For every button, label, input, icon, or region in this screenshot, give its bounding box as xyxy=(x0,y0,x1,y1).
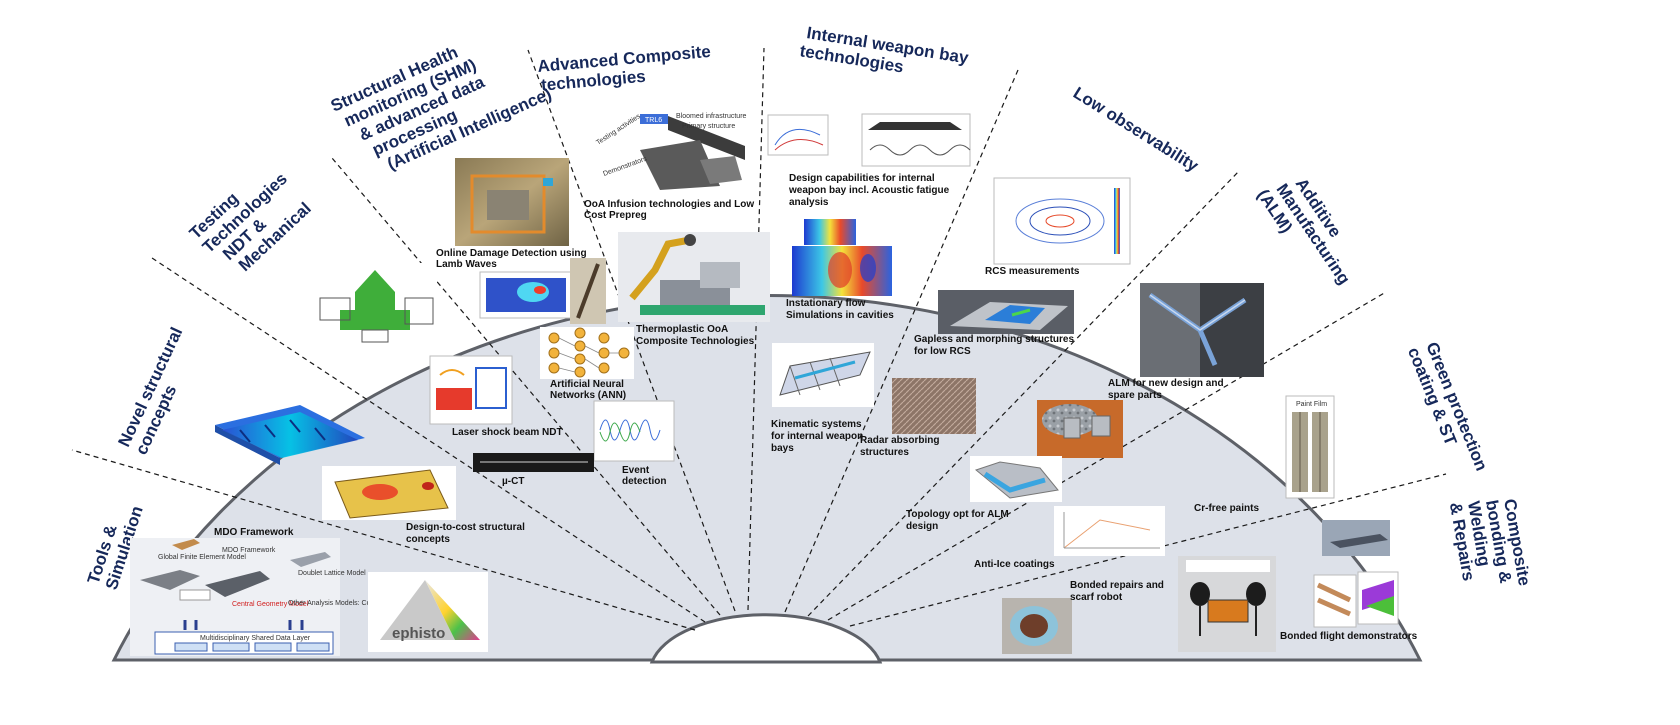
uct-scan-image xyxy=(473,453,594,472)
thermoplastic-robot-image xyxy=(618,232,770,322)
topology-opt-image xyxy=(970,456,1062,502)
caption-uct: µ-CT xyxy=(502,476,524,487)
sector-title-weaponbay: Internal weapon bay technologies xyxy=(798,23,974,87)
paint-film-header: Paint Film xyxy=(1296,401,1327,408)
kinematic-systems-image xyxy=(772,343,874,407)
mdo-label-1: Global Finite Element Model xyxy=(158,554,246,561)
gapless-morphing-image xyxy=(938,290,1074,334)
fan-hub xyxy=(649,613,883,664)
structure-note: Bloomed infrastructure xyxy=(676,113,747,120)
mdo-label-0: MDO Framework xyxy=(222,547,276,554)
lamb-wave-simulation-image xyxy=(479,271,573,319)
caption-design-cap: Design capabilities for internal weapon … xyxy=(788,173,952,208)
caption-cr-free: Cr-free paints xyxy=(1194,503,1259,514)
caption-alm-new: ALM for new design and spare parts xyxy=(1108,378,1226,401)
alm-part-image xyxy=(1037,400,1123,458)
caption-kinematic: Kinematic systems for internal weapon ba… xyxy=(771,419,866,454)
ephisto-logo-text: ephisto xyxy=(392,625,445,642)
radar-absorbing-image xyxy=(892,378,976,434)
ann-diagram-image xyxy=(540,327,634,379)
testing-rig-image xyxy=(311,263,437,345)
bonded-flight-demonstrators-image xyxy=(1313,520,1399,628)
design-to-cost-image xyxy=(322,466,456,520)
sector-title-novel: Novel structural concepts xyxy=(114,320,205,458)
bonded-repair-tool-image xyxy=(1178,556,1276,652)
mdo-shared-layer: Multidisciplinary Shared Data Layer xyxy=(200,635,311,642)
novel-sandwich-panel-image xyxy=(215,405,365,465)
caption-radar: Radar absorbing structures xyxy=(860,435,942,458)
alm-design-image xyxy=(1140,283,1264,377)
caption-online-damage: Online Damage Detection using Lamb Waves xyxy=(436,248,589,270)
sector-title-composite: Advanced Composite technologies xyxy=(537,41,718,94)
anti-ice-chart-image xyxy=(1054,506,1165,556)
caption-bonded-repairs: Bonded repairs and scarf robot xyxy=(1070,580,1167,603)
instationary-flow-image xyxy=(792,219,892,296)
caption-bonded-flight: Bonded flight demonstrators xyxy=(1280,631,1418,642)
caption-gapless: Gapless and morphing structures for low … xyxy=(914,334,1077,357)
caption-design-cost: Design-to-cost structural concepts xyxy=(406,522,528,545)
primary-structure: Primary structure xyxy=(682,123,735,130)
laser-shock-image xyxy=(429,355,513,425)
weapon-bay-design-image xyxy=(767,113,971,167)
caption-event: Event detection xyxy=(622,465,666,487)
mdo-label-4: Doublet Lattice Model xyxy=(298,570,366,577)
online-damage-plate-image xyxy=(455,158,569,246)
specimen-rod-image xyxy=(570,258,606,324)
sector-title-testing: Testing Technologies NDT & Mechanical xyxy=(186,152,321,285)
caption-ooa-infusion: OoA Infusion technologies and Low Cost P… xyxy=(584,199,757,221)
caption-thermoplastic: Thermoplastic OoA Composite Technologies xyxy=(636,324,755,347)
ooa-infusion-image: TRL6 Bloomed infrastructure Primary stru… xyxy=(592,110,747,190)
sector-title-lowobs: Low observability xyxy=(1070,83,1202,175)
caption-mdo: MDO Framework xyxy=(214,527,294,538)
sector-title-green: Green protection coating & ST xyxy=(1404,338,1493,485)
rcs-measurements-image xyxy=(993,177,1131,265)
ephisto-logo-image: ephisto xyxy=(368,572,488,652)
caption-ann: Artificial Neural Networks (ANN) xyxy=(550,379,627,401)
caption-rcs: RCS measurements xyxy=(985,266,1080,277)
caption-topology: Topology opt for ALM design xyxy=(906,509,1012,532)
caption-laser: Laser shock beam NDT xyxy=(452,427,563,438)
paint-film-image: Paint Film xyxy=(1285,395,1335,499)
caption-anti-ice: Anti-Ice coatings xyxy=(974,559,1055,570)
sector-title-bonding: Composite bonding & Welding & Repairs xyxy=(1446,491,1535,601)
sector-title-alm: Additive Manufacturing (ALM) xyxy=(1253,165,1372,303)
scarf-robot-image xyxy=(1002,598,1072,654)
event-detection-graph-image xyxy=(593,400,675,462)
mdo-label-5: Central Geometry Model xyxy=(232,601,309,608)
caption-instationary: Instationary flow Simulations in cavitie… xyxy=(786,298,894,321)
trl-label: TRL6 xyxy=(645,117,662,124)
